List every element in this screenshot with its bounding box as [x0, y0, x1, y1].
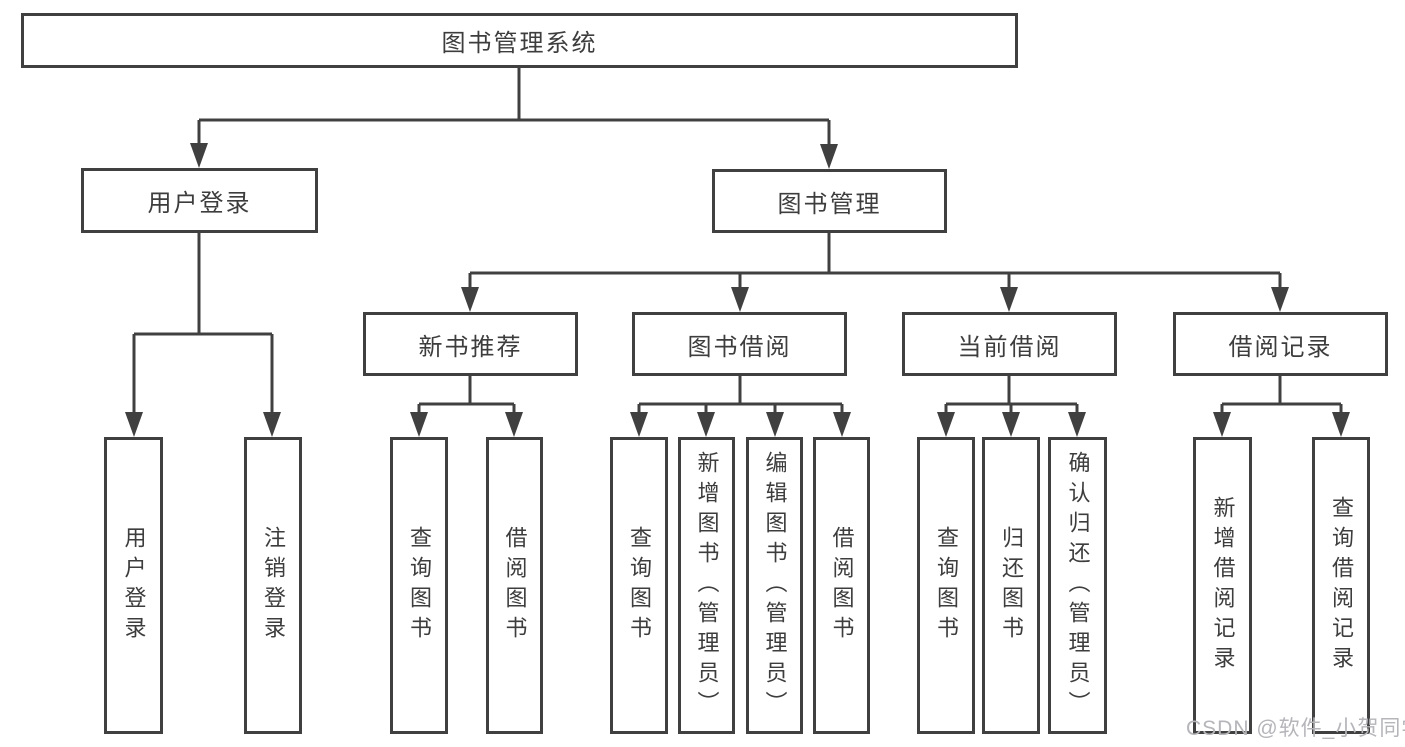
leaf-user-login: 用户登录 — [104, 437, 163, 734]
watermark: CSDN @软件_小贺同学 — [1186, 717, 1405, 740]
leaf-add-book-admin: 新增图书（管理员） — [678, 437, 735, 734]
node-book-management: 图书管理 — [712, 169, 947, 233]
node-current-borrowing: 当前借阅 — [902, 312, 1117, 376]
node-book-management-system: 图书管理系统 — [21, 13, 1018, 68]
leaf-borrow-books-borrowing: 借阅图书 — [813, 437, 870, 734]
leaf-query-books-borrowing: 查询图书 — [610, 437, 668, 734]
leaf-query-books-current: 查询图书 — [917, 437, 975, 734]
leaf-borrow-books-recommend: 借阅图书 — [486, 437, 543, 734]
leaf-edit-book-admin: 编辑图书（管理员） — [746, 437, 803, 734]
leaf-add-borrow-record: 新增借阅记录 — [1193, 437, 1252, 734]
leaf-query-books-recommend: 查询图书 — [390, 437, 448, 734]
leaf-return-book: 归还图书 — [982, 437, 1040, 734]
arrowheads — [125, 143, 1350, 437]
node-user-login: 用户登录 — [81, 168, 318, 233]
leaf-query-borrow-record: 查询借阅记录 — [1312, 437, 1370, 734]
leaf-logout-login: 注销登录 — [244, 437, 302, 734]
node-borrowing-records: 借阅记录 — [1173, 312, 1388, 376]
node-new-book-recommend: 新书推荐 — [363, 312, 578, 376]
node-book-borrowing: 图书借阅 — [632, 312, 847, 376]
leaf-confirm-return-admin: 确认归还（管理员） — [1048, 437, 1107, 734]
